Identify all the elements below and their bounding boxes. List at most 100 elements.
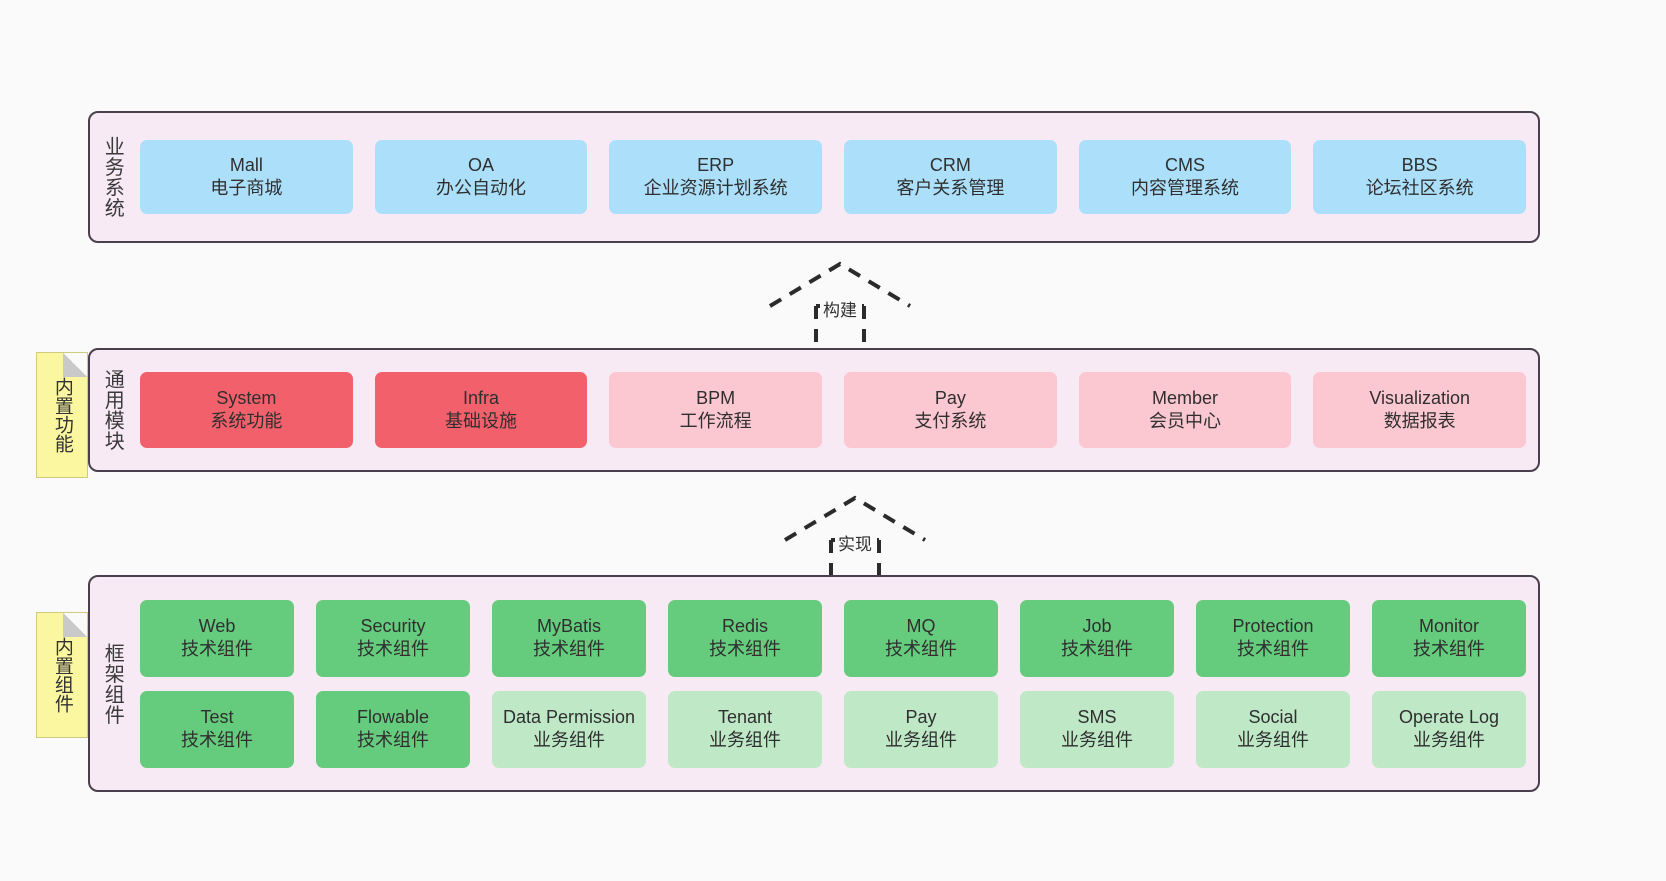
arrow-head-shape	[783, 495, 927, 542]
card-subtitle: 业务组件	[709, 730, 781, 750]
card-title: Flowable	[356, 706, 430, 727]
connector-implement-label: 实现	[835, 530, 875, 555]
card-title: Pay	[905, 706, 937, 727]
card-subtitle: 数据报表	[1383, 411, 1456, 431]
card-subtitle: 企业资源计划系统	[643, 178, 788, 198]
layer-business-systems-body: Mall 电子商城 OA 办公自动化 ERP 企业资源计划系统 CRM 客户关系…	[134, 113, 1538, 241]
card-cms[interactable]: CMS 内容管理系统	[1078, 140, 1292, 214]
card-subtitle: 技术组件	[885, 639, 957, 659]
card-mall[interactable]: Mall 电子商城	[140, 140, 353, 214]
card-title: Test	[200, 706, 234, 727]
card-oa[interactable]: OA 办公自动化	[374, 140, 588, 214]
layer-business-systems-title: 业务系统	[101, 136, 124, 218]
card-bpm[interactable]: BPM 工作流程	[609, 372, 823, 448]
card-title: Security	[360, 615, 426, 636]
card-system[interactable]: System 系统功能	[140, 372, 353, 448]
card-subtitle: 电子商城	[210, 178, 283, 198]
card-crm[interactable]: CRM 客户关系管理	[844, 140, 1057, 214]
card-subtitle: 业务组件	[885, 730, 957, 750]
card-title: BPM	[696, 387, 736, 408]
connector-build-label: 构建	[820, 296, 860, 321]
business-card-row: Mall 电子商城 OA 办公自动化 ERP 企业资源计划系统 CRM 客户关系…	[140, 140, 1527, 214]
card-title: Member	[1152, 387, 1219, 408]
card-subtitle: 业务组件	[1061, 730, 1133, 750]
card-title: Protection	[1232, 615, 1314, 636]
note-builtin-components: 内置组件	[36, 612, 88, 738]
card-title: Data Permission	[502, 706, 636, 727]
card-pay-module[interactable]: Pay 支付系统	[844, 372, 1057, 448]
note-builtin-functions: 内置功能	[36, 352, 88, 478]
card-redis[interactable]: Redis 技术组件	[668, 599, 822, 677]
card-subtitle: 技术组件	[357, 639, 429, 659]
card-operate-log[interactable]: Operate Log 业务组件	[1372, 690, 1526, 768]
card-subtitle: 技术组件	[709, 639, 781, 659]
card-subtitle: 办公自动化	[436, 178, 526, 198]
card-test[interactable]: Test 技术组件	[140, 690, 294, 768]
card-subtitle: 技术组件	[357, 730, 429, 750]
card-title: MQ	[906, 615, 936, 636]
card-social[interactable]: Social 业务组件	[1196, 690, 1350, 768]
card-erp[interactable]: ERP 企业资源计划系统	[609, 140, 823, 214]
card-title: Redis	[721, 615, 769, 636]
card-title: MyBatis	[536, 615, 601, 636]
layer-framework-components-title: 框架组件	[101, 642, 124, 725]
card-subtitle: 业务组件	[1237, 730, 1309, 750]
framework-card-row-2: Test 技术组件 Flowable 技术组件 Data Permission …	[140, 690, 1526, 768]
card-subtitle: 技术组件	[1237, 639, 1309, 659]
card-member[interactable]: Member 会员中心	[1078, 372, 1292, 448]
card-title: CMS	[1165, 154, 1206, 175]
card-subtitle: 系统功能	[210, 411, 283, 431]
layer-common-modules: 通用模块 System 系统功能 Infra 基础设施 BPM 工作流程 Pay…	[88, 348, 1540, 472]
card-subtitle: 内容管理系统	[1131, 178, 1240, 198]
card-subtitle: 会员中心	[1149, 411, 1222, 431]
card-title: Infra	[462, 387, 500, 408]
card-title: Pay	[934, 387, 966, 408]
card-security[interactable]: Security 技术组件	[316, 599, 470, 677]
card-subtitle: 业务组件	[533, 730, 605, 750]
card-subtitle: 基础设施	[445, 411, 517, 431]
card-subtitle: 支付系统	[914, 411, 987, 431]
card-subtitle: 技术组件	[1413, 639, 1485, 659]
layer-business-systems: 业务系统 Mall 电子商城 OA 办公自动化 ERP 企业资源计划系统 CRM…	[88, 111, 1540, 243]
card-mybatis[interactable]: MyBatis 技术组件	[492, 599, 646, 677]
card-protection[interactable]: Protection 技术组件	[1196, 599, 1350, 677]
card-title: System	[216, 387, 277, 408]
card-title: Monitor	[1418, 615, 1480, 636]
card-mq[interactable]: MQ 技术组件	[844, 599, 998, 677]
layer-framework-components: 框架组件 Web 技术组件 Security 技术组件 MyBatis 技术组件…	[88, 575, 1540, 792]
card-title: Mall	[229, 154, 263, 175]
card-flowable[interactable]: Flowable 技术组件	[316, 690, 470, 768]
card-sms[interactable]: SMS 业务组件	[1020, 690, 1174, 768]
layer-framework-components-body: Web 技术组件 Security 技术组件 MyBatis 技术组件 Redi…	[134, 577, 1538, 790]
card-web[interactable]: Web 技术组件	[140, 599, 294, 677]
card-subtitle: 论坛社区系统	[1365, 178, 1474, 198]
card-bbs[interactable]: BBS 论坛社区系统	[1313, 140, 1527, 214]
card-visualization[interactable]: Visualization 数据报表	[1313, 372, 1527, 448]
card-data-permission[interactable]: Data Permission 业务组件	[492, 690, 646, 768]
card-tenant[interactable]: Tenant 业务组件	[668, 690, 822, 768]
card-infra[interactable]: Infra 基础设施	[374, 372, 588, 448]
card-monitor[interactable]: Monitor 技术组件	[1372, 599, 1526, 677]
card-title: ERP	[697, 154, 735, 175]
card-subtitle: 客户关系管理	[896, 178, 1005, 198]
card-title: SMS	[1077, 706, 1117, 727]
card-title: Job	[1082, 615, 1112, 636]
card-title: Web	[198, 615, 236, 636]
card-job[interactable]: Job 技术组件	[1020, 599, 1174, 677]
layer-common-modules-body: System 系统功能 Infra 基础设施 BPM 工作流程 Pay 支付系统…	[134, 350, 1538, 470]
card-subtitle: 技术组件	[533, 639, 605, 659]
card-pay-component[interactable]: Pay 业务组件	[844, 690, 998, 768]
arrow-head-shape	[768, 261, 912, 308]
card-subtitle: 业务组件	[1413, 730, 1485, 750]
card-title: OA	[468, 154, 495, 175]
card-subtitle: 技术组件	[1061, 639, 1133, 659]
card-subtitle: 技术组件	[181, 730, 253, 750]
card-title: CRM	[929, 154, 971, 175]
modules-card-row: System 系统功能 Infra 基础设施 BPM 工作流程 Pay 支付系统…	[140, 372, 1527, 448]
framework-card-row-1: Web 技术组件 Security 技术组件 MyBatis 技术组件 Redi…	[140, 599, 1526, 677]
card-title: BBS	[1401, 154, 1438, 175]
card-title: Operate Log	[1398, 706, 1500, 727]
layer-common-modules-title: 通用模块	[101, 369, 124, 451]
card-title: Visualization	[1369, 387, 1471, 408]
